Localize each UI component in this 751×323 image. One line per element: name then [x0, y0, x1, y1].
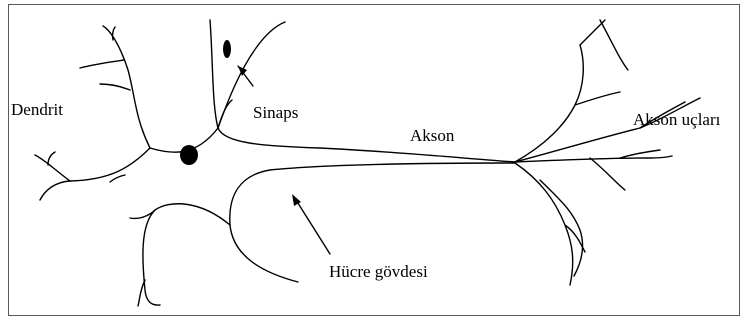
axon-terminal-up-twig3 — [600, 20, 628, 70]
axon-terminal-right-twig1 — [590, 158, 625, 190]
axon-terminal-up-twig2 — [575, 92, 620, 105]
axon-terminal-down — [515, 163, 573, 285]
dendrite-top-left-twig2 — [80, 60, 124, 68]
dendrite-top-left-twig3 — [100, 84, 130, 90]
dendrite-left-twig3 — [110, 175, 125, 182]
dendrite-bottom — [143, 204, 230, 305]
axon-terminal-right-upper — [515, 98, 700, 162]
label-sinaps: Sinaps — [253, 104, 298, 121]
sinaps-arrowhead — [238, 66, 247, 76]
hucre-arrowhead — [292, 194, 301, 206]
label-akson: Akson — [410, 127, 454, 144]
axon-terminal-up — [515, 45, 583, 162]
dendrite-left-twig2 — [48, 152, 55, 165]
dendrite-left — [40, 148, 150, 200]
cell-body-upper-edge — [210, 20, 515, 162]
label-dendrit: Dendrit — [11, 101, 63, 118]
synapse-blob — [223, 40, 231, 58]
hucre-arrow-line — [296, 200, 330, 254]
axon-terminal-right-twig2 — [620, 150, 660, 158]
axon-terminal-downleft — [540, 180, 582, 276]
dendrite-top-left — [103, 26, 150, 148]
label-akson-uclari: Akson uçları — [633, 111, 720, 128]
label-hucre-govdesi: Hücre gövdesi — [329, 263, 428, 280]
dendrite-bottom-twig1 — [138, 280, 145, 306]
dendrite-left-twig1 — [35, 155, 70, 181]
nucleus — [180, 145, 198, 165]
